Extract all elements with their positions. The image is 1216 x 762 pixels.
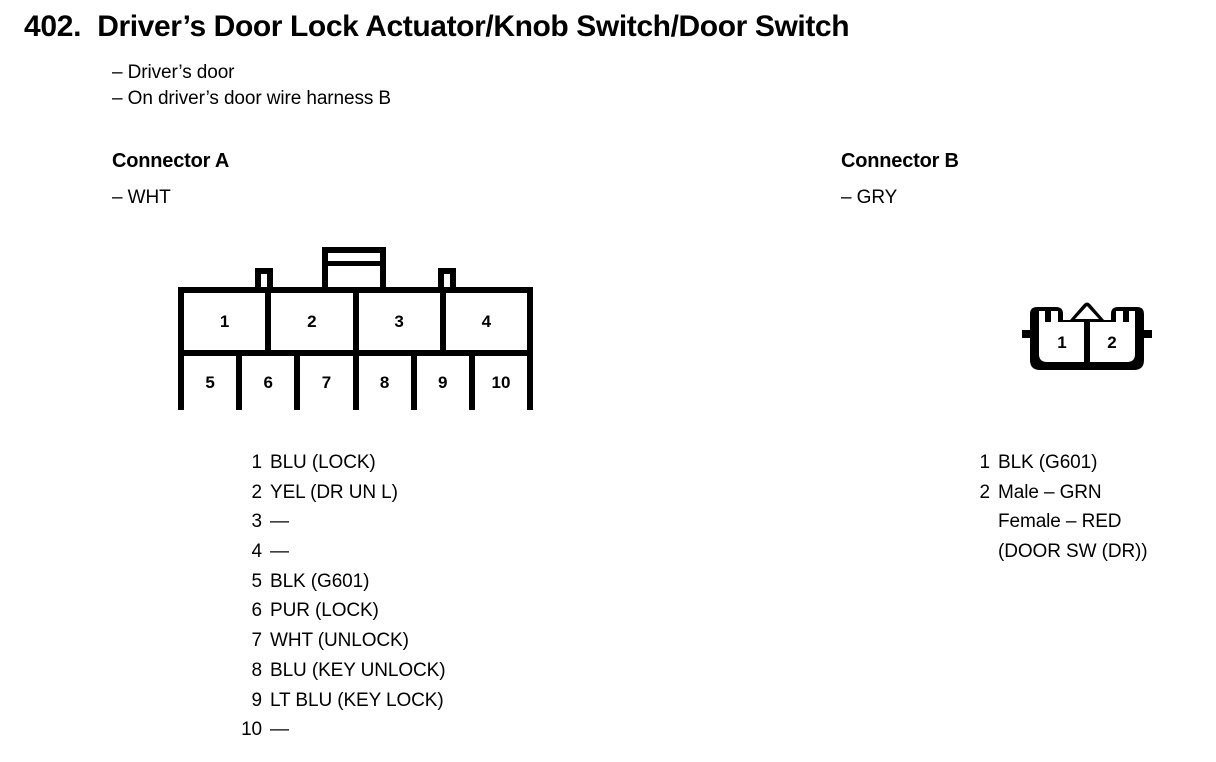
pin-label: BLU (LOCK) bbox=[270, 452, 376, 473]
pin-number: 2 bbox=[979, 481, 991, 503]
pin-label-continuation: Female – RED bbox=[998, 511, 1122, 533]
connector-b-pin-cell-2: 2 bbox=[1107, 333, 1116, 352]
pin-label: Male – GRN bbox=[998, 481, 1102, 503]
pin-list-item: 7 WHT (UNLOCK) bbox=[232, 630, 445, 660]
connector-a-side-tab-left bbox=[255, 268, 273, 289]
pin-label: — bbox=[270, 541, 289, 563]
pin-list-item: 5 BLK (G601) bbox=[232, 571, 445, 601]
connector-a-bottom-row: 5 6 7 8 9 10 bbox=[184, 350, 528, 410]
connector-b-center-chevron bbox=[1075, 306, 1099, 319]
pin-number: 1 bbox=[979, 452, 991, 473]
connector-a-pin-cell-6: 6 bbox=[236, 356, 295, 410]
connector-b-tab-left-notch-a bbox=[1039, 311, 1045, 322]
connector-a-color: – WHT bbox=[112, 187, 171, 208]
pin-label: BLK (G601) bbox=[998, 452, 1098, 473]
pin-list-item: 3 — bbox=[232, 511, 445, 541]
pin-list-item: 8 BLU (KEY UNLOCK) bbox=[232, 659, 446, 690]
pin-list-item: 1 BLK (G601) bbox=[960, 452, 1148, 482]
pin-list-item-continuation: 2 (DOOR SW (DR)) bbox=[960, 541, 1148, 571]
pin-label: PUR (LOCK) bbox=[270, 600, 379, 622]
connector-a-top-row: 1 2 3 4 bbox=[184, 293, 527, 350]
connector-a-pin-cell-2: 2 bbox=[265, 293, 353, 350]
pin-label-continuation: (DOOR SW (DR)) bbox=[998, 541, 1148, 563]
connector-a-pin-cell-4: 4 bbox=[439, 293, 527, 350]
pin-list-item: 9 LT BLU (KEY LOCK) bbox=[232, 690, 445, 720]
connector-a-heading: Connector A bbox=[112, 150, 230, 172]
connector-a-pin-cell-5: 5 bbox=[184, 356, 237, 410]
connector-a-pin-cell-3: 3 bbox=[352, 293, 440, 350]
page-title-text: Driver’s Door Lock Actuator/Knob Switch/… bbox=[97, 10, 850, 43]
subtitle-line-1: – Driver’s door bbox=[112, 62, 235, 83]
connector-a-side-tab-right bbox=[438, 268, 456, 289]
connector-b-outline: 1 2 bbox=[1022, 302, 1152, 370]
connector-b-pin-divider bbox=[1084, 322, 1090, 362]
connector-a-housing: 1 2 3 4 5 6 7 8 9 10 bbox=[178, 287, 533, 410]
connector-b-pin-list: 1 BLK (G601) 2 Male – GRN 2 Female – RED… bbox=[960, 452, 1148, 571]
pin-list-item: 4 — bbox=[232, 541, 445, 571]
connector-b-pin-cell-1: 1 bbox=[1057, 333, 1066, 352]
pin-number: 8 bbox=[251, 659, 263, 681]
connector-b-tab-right-notch-b bbox=[1129, 311, 1135, 322]
pin-number: 3 bbox=[251, 511, 263, 533]
pin-label: WHT (UNLOCK) bbox=[270, 630, 409, 652]
connector-a-pin-cell-8: 8 bbox=[352, 356, 411, 410]
pin-number: 7 bbox=[251, 630, 263, 652]
pin-list-item: 2 YEL (DR UN L) bbox=[232, 482, 445, 512]
pin-list-item: 6 PUR (LOCK) bbox=[232, 600, 445, 630]
page-title: 402. Driver’s Door Lock Actuator/Knob Sw… bbox=[24, 10, 850, 44]
pin-label: — bbox=[270, 719, 289, 741]
connector-a-pin-cell-10: 10 bbox=[468, 356, 528, 410]
pin-number: 6 bbox=[251, 600, 263, 622]
pin-label: BLU (KEY UNLOCK) bbox=[270, 659, 446, 681]
pin-number: 10 bbox=[241, 719, 262, 741]
pin-list-item-continuation: 2 Female – RED bbox=[960, 511, 1148, 541]
pin-number: 2 bbox=[251, 481, 263, 503]
connector-a-pin-cell-9: 9 bbox=[410, 356, 469, 410]
connector-b-heading: Connector B bbox=[841, 150, 959, 172]
connector-b-diagram: 1 2 bbox=[1008, 282, 1168, 382]
subtitle-line-2: – On driver’s door wire harness B bbox=[112, 88, 392, 109]
pin-label: YEL (DR UN L) bbox=[270, 481, 398, 503]
pin-number: 4 bbox=[251, 541, 263, 563]
connector-a-pin-cell-7: 7 bbox=[294, 356, 353, 410]
connector-a-diagram: 1 2 3 4 5 6 7 8 9 10 bbox=[170, 242, 545, 422]
connector-a-pin-list: 1 BLU (LOCK) 2 YEL (DR UN L) 3 — 4 — 5 B… bbox=[232, 452, 445, 749]
connector-b-tab-left-notch-b bbox=[1051, 311, 1058, 322]
pin-label: LT BLU (KEY LOCK) bbox=[270, 689, 444, 711]
pin-list-item: 10 — bbox=[232, 719, 445, 749]
pin-number: 5 bbox=[251, 570, 263, 592]
connector-b-color: – GRY bbox=[841, 187, 898, 208]
connector-a-center-latch-slot bbox=[328, 261, 380, 266]
pin-number: 9 bbox=[251, 689, 263, 711]
connector-a-center-latch-tab bbox=[322, 247, 386, 289]
pin-list-item: 1 BLU (LOCK) bbox=[232, 452, 445, 482]
pin-number: 1 bbox=[251, 452, 263, 473]
pin-list-item: 2 Male – GRN bbox=[960, 482, 1148, 512]
connector-b-tab-right-notch-a bbox=[1116, 311, 1123, 322]
page-number: 402. bbox=[24, 10, 82, 43]
pin-label: BLK (G601) bbox=[270, 570, 370, 592]
pin-label: — bbox=[270, 511, 289, 533]
connector-a-pin-cell-1: 1 bbox=[184, 293, 266, 350]
